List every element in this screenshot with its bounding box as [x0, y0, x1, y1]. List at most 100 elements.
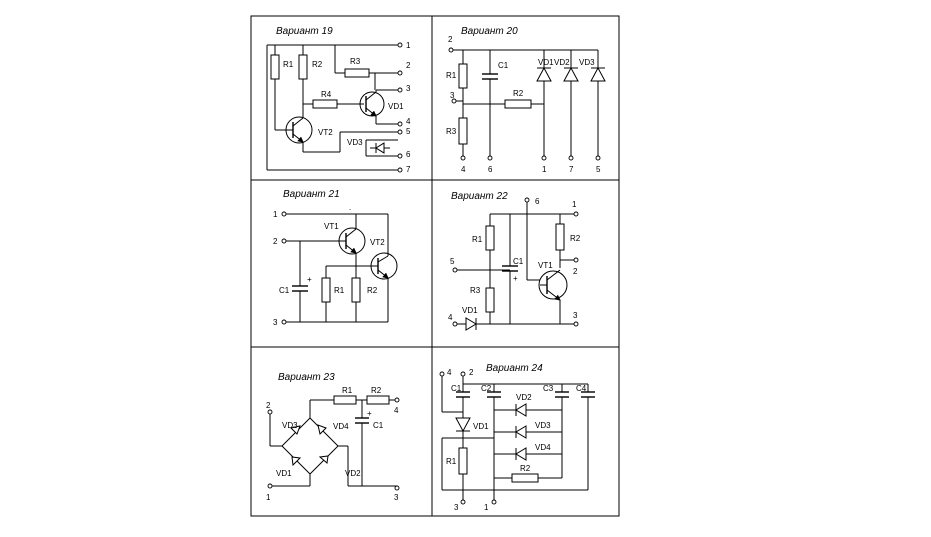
variant-19-title: Вариант 19: [276, 26, 333, 37]
v23-vd4-diode: [317, 424, 327, 435]
v24-vd4-diode: [515, 447, 527, 461]
v20-vd3-diode: [590, 66, 606, 82]
v24-c3-label: C3: [543, 384, 554, 393]
variant-24-schematic: Вариант 24 4 2 C1 VD1 R1 3: [439, 363, 595, 512]
v20-terminal-7: 7: [569, 165, 574, 174]
v21-c1-label: C1: [279, 286, 290, 295]
v24-terminal-2: 2: [469, 368, 474, 377]
v19-terminal-2: 2: [406, 61, 411, 70]
v24-vd4-label: VD4: [535, 443, 551, 452]
variant-20-title: Вариант 20: [461, 26, 518, 37]
v21-r2-label: R2: [367, 286, 378, 295]
v21-terminal-1: 1: [273, 210, 278, 219]
v23-vd3-diode: [290, 425, 301, 435]
v23-vd2-label: VD2: [345, 469, 361, 478]
v24-vd2-diode: [515, 403, 527, 417]
v20-terminal-2: 2: [448, 35, 453, 44]
v19-r2-label: R2: [312, 60, 323, 69]
v24-vd2-label: VD2: [516, 393, 532, 402]
v21-terminal-3: 3: [273, 318, 278, 327]
v19-r2-resistor: [298, 54, 308, 80]
v20-c1-label: C1: [498, 61, 509, 70]
variant-24-title: Вариант 24: [486, 363, 543, 374]
v19-terminals: 1 2 3 4 5 6 7: [397, 41, 411, 174]
variant-20-schematic: Вариант 20 2 R1 3 R3 4 C1 6 R2: [446, 26, 606, 174]
v22-terminal-4: 4: [448, 313, 453, 322]
v23-c1-plus: +: [367, 409, 372, 418]
variant-22-schematic: Вариант 22 6 1 R1 5 C1 + R3 4: [448, 191, 581, 331]
v20-r2-label: R2: [513, 89, 524, 98]
v24-vd3-diode: [515, 425, 527, 439]
v19-terminal-6: 6: [406, 150, 411, 159]
v24-r2-label: R2: [520, 464, 531, 473]
v21-r2-resistor: [351, 277, 361, 303]
v20-terminal-1: 1: [542, 165, 547, 174]
v22-r2-label: R2: [570, 234, 581, 243]
v20-terminal-5: 5: [596, 165, 601, 174]
v24-r1-label: R1: [446, 457, 457, 466]
v19-vd3-diode: [375, 142, 385, 154]
v21-r1-label: R1: [334, 286, 345, 295]
v22-vd1-label: VD1: [462, 306, 478, 315]
v20-r1-label: R1: [446, 71, 457, 80]
v20-r2-resistor: [504, 99, 532, 109]
v22-terminal-1: 1: [572, 200, 577, 209]
v24-c4-label: C4: [576, 384, 587, 393]
v23-vd1-label: VD1: [276, 469, 292, 478]
variant-23-schematic: Вариант 23 R1 R2 4 + C1 2 VD3 VD4: [266, 372, 400, 502]
v24-vd1-label: VD1: [473, 422, 489, 431]
variant-22-title: Вариант 22: [451, 191, 508, 202]
v20-vd2-diode: [563, 66, 579, 82]
v21-terminal-2: 2: [273, 237, 278, 246]
v21-dot-mark: .: [349, 203, 351, 212]
v23-terminal-1: 1: [266, 493, 271, 502]
v20-vd1-diode: [536, 66, 552, 82]
v24-terminal-3: 3: [454, 503, 459, 512]
variant-21-title: Вариант 21: [283, 189, 340, 200]
v23-vd4-label: VD4: [333, 422, 349, 431]
v19-r4-label: R4: [321, 90, 332, 99]
v20-r1-resistor: [458, 63, 468, 89]
v22-terminal-2: 2: [573, 267, 578, 276]
v21-vt2-label: VT2: [370, 238, 385, 247]
v22-r2-resistor: [555, 223, 565, 251]
v24-terminal-1: 1: [484, 503, 489, 512]
v19-terminal-3: 3: [406, 84, 411, 93]
v20-terminal-3: 3: [450, 91, 455, 100]
v22-r3-resistor: [485, 287, 495, 313]
v21-c1-plus: +: [307, 275, 312, 284]
v20-vd3-label: VD3: [579, 58, 595, 67]
v20-vd1-label: VD1: [538, 58, 554, 67]
v23-vd3-label: VD3: [282, 421, 298, 430]
v20-r3-label: R3: [446, 127, 457, 136]
v22-r3-label: R3: [470, 286, 481, 295]
v23-r1-resistor: [333, 395, 357, 405]
v22-vt1-label: VT1: [538, 261, 553, 270]
v24-r1-resistor: [458, 447, 468, 475]
v24-c2-label: C2: [481, 384, 492, 393]
v24-vd1-diode: [455, 417, 471, 433]
v23-r2-label: R2: [371, 386, 382, 395]
v23-c1-label: C1: [373, 421, 384, 430]
v23-terminal-4: 4: [394, 406, 399, 415]
v19-vd3-label: VD3: [347, 138, 363, 147]
v19-r3-resistor: [344, 68, 370, 78]
v24-c1-label: C1: [451, 384, 462, 393]
v20-terminal-4: 4: [461, 165, 466, 174]
v22-vt1-transistor: [538, 270, 568, 300]
v23-vd1-diode: [291, 456, 302, 467]
v21-r1-resistor: [321, 277, 331, 303]
v20-vd2-label: VD2: [554, 58, 570, 67]
v22-terminal-6: 6: [535, 197, 540, 206]
v23-terminal-3: 3: [394, 493, 399, 502]
v22-terminal-5: 5: [450, 257, 455, 266]
v22-r1-label: R1: [472, 235, 483, 244]
v19-terminal-1: 1: [406, 41, 411, 50]
v19-vt2-label: VT2: [318, 128, 333, 137]
v19-terminal-4: 4: [406, 117, 411, 126]
v19-r3-label: R3: [350, 57, 361, 66]
v23-terminal-2: 2: [266, 401, 271, 410]
v21-vt1-label: VT1: [324, 222, 339, 231]
v19-r4-resistor: [312, 99, 338, 109]
